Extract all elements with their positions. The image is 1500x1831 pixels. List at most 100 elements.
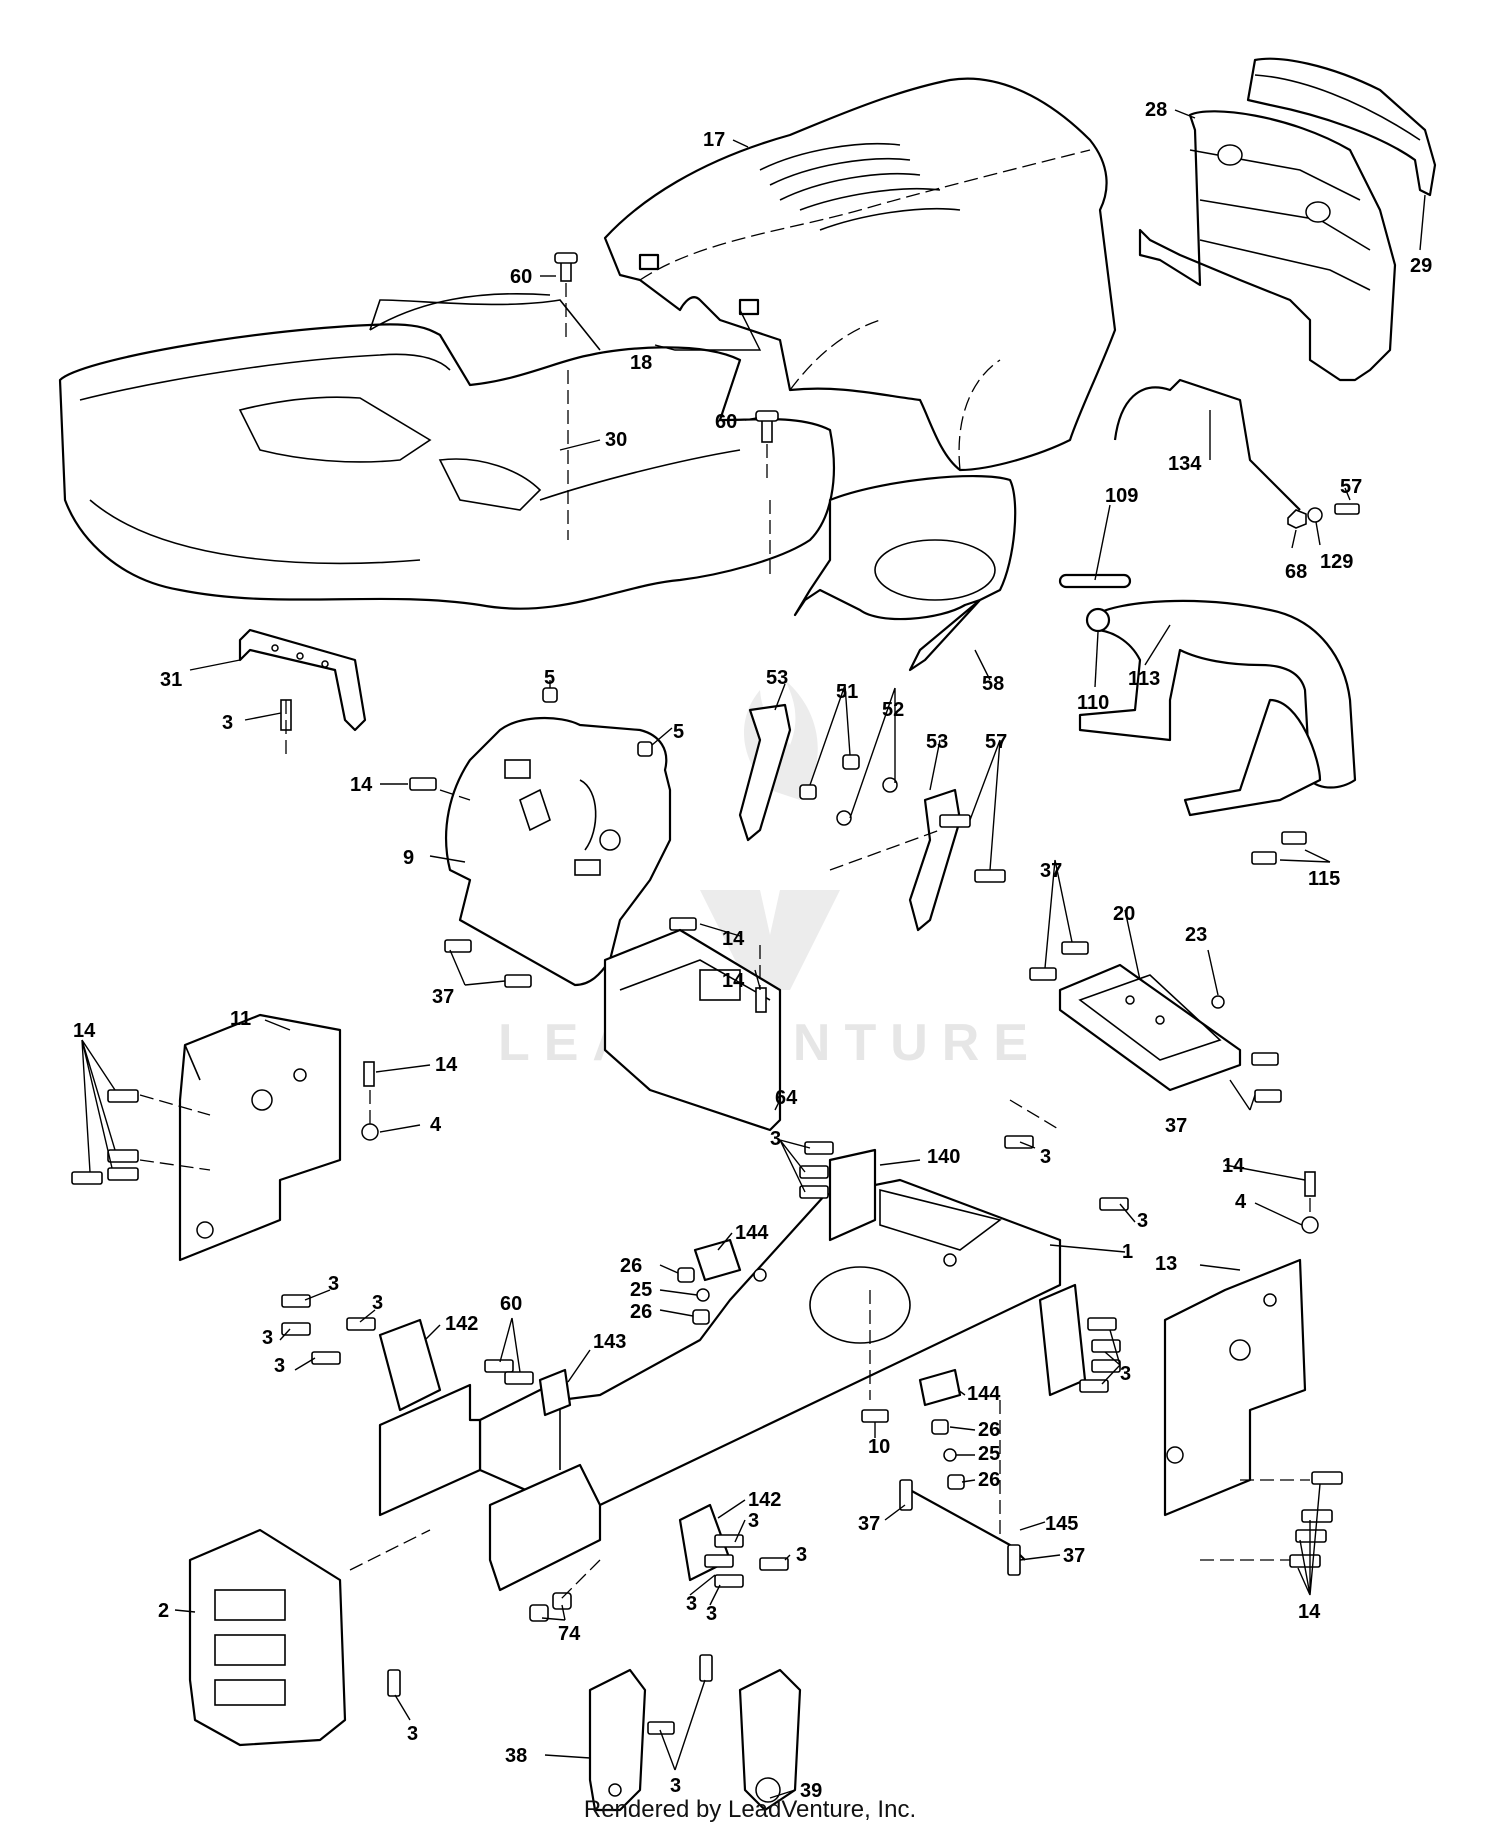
seat-bracket-31 — [238, 628, 367, 732]
callout-label: 14 — [1298, 1601, 1321, 1623]
callout-label: 14 — [435, 1054, 458, 1076]
bracket-38 — [588, 1668, 647, 1812]
callout-label: 14 — [1222, 1155, 1245, 1177]
callout-label: 3 — [748, 1510, 759, 1532]
callout-label: 29 — [1410, 255, 1432, 277]
callout-label: 30 — [605, 429, 627, 451]
washer-4-right — [1301, 1216, 1319, 1234]
callout-label: 3 — [407, 1723, 418, 1745]
callout-label: 3 — [706, 1603, 717, 1625]
callout-label: 64 — [775, 1087, 798, 1109]
callout-label: 25 — [978, 1443, 1000, 1465]
footer-credit: Rendered by LeadVenture, Inc. — [583, 1796, 917, 1823]
callout-label: 68 — [1285, 561, 1307, 583]
bracket-143 — [538, 1368, 572, 1417]
callout-label: 37 — [432, 986, 454, 1008]
nuts-5 — [542, 687, 653, 757]
callout-label: 3 — [1040, 1146, 1051, 1168]
brackets-144 — [693, 1238, 962, 1407]
callout-label: 51 — [836, 681, 858, 703]
callout-label: 115 — [1308, 868, 1340, 890]
hardware-57-129-68 — [1287, 503, 1360, 529]
callout-label: 142 — [748, 1489, 781, 1511]
callout-label: 145 — [1045, 1513, 1078, 1535]
callout-label: 144 — [735, 1222, 769, 1244]
callout-label: 1 — [1122, 1241, 1133, 1263]
assembly-guides — [139, 700, 1311, 1601]
front-plate-2 — [188, 1528, 347, 1747]
callout-label: 110 — [1077, 692, 1109, 714]
callout-label: 140 — [927, 1146, 960, 1168]
callout-label: 5 — [673, 721, 684, 743]
bolt-10 — [861, 1409, 889, 1423]
callout-label: 3 — [262, 1327, 273, 1349]
callout-label: 17 — [703, 129, 725, 151]
bolt-14-shield — [755, 987, 767, 1013]
dash-panel-9 — [444, 717, 672, 987]
callout-label: 57 — [985, 731, 1007, 753]
callout-label: 14 — [722, 928, 745, 950]
leader-lines — [81, 109, 1426, 1799]
side-plate-13 — [1163, 1258, 1307, 1517]
callout-label: 37 — [1063, 1545, 1085, 1567]
callout-label: 3 — [274, 1355, 285, 1377]
callout-label: 23 — [1185, 924, 1207, 946]
callout-label: 57 — [1340, 476, 1362, 498]
callout-label: 3 — [1120, 1363, 1131, 1385]
callout-label: 3 — [796, 1544, 807, 1566]
bolts-14-right — [1289, 1471, 1343, 1568]
bolts-3-bottom — [387, 1654, 713, 1735]
callout-label: 31 — [160, 669, 182, 691]
callout-label: 39 — [800, 1780, 822, 1802]
nut-23 — [1211, 995, 1225, 1009]
callout-label: 3 — [328, 1273, 339, 1295]
seat-strap — [369, 292, 551, 331]
bolt-60-top — [554, 252, 578, 282]
bolt-14-right-vert — [1304, 1171, 1316, 1197]
bolt-60-right — [755, 410, 779, 443]
callout-label: 20 — [1113, 903, 1135, 925]
callout-label: 14 — [350, 774, 373, 796]
callout-label: 53 — [766, 667, 788, 689]
callout-label: 3 — [770, 1128, 781, 1150]
main-frame-1 — [478, 1178, 1062, 1507]
hood-part — [603, 77, 1117, 472]
frame-right-arm — [1038, 1283, 1087, 1397]
grille-part — [1138, 110, 1397, 382]
callout-label: 26 — [978, 1419, 1000, 1441]
callout-label: 4 — [1235, 1191, 1247, 1213]
callout-label: 2 — [158, 1600, 169, 1622]
callout-label: 38 — [505, 1745, 527, 1767]
side-plate-11 — [178, 1013, 342, 1262]
callout-label: 28 — [1145, 99, 1167, 121]
bolts-37-plate — [1029, 941, 1282, 1103]
callout-label: 11 — [230, 1008, 251, 1030]
bolts-115 — [1251, 831, 1307, 865]
bolts-57 — [939, 814, 1006, 883]
callout-label: 3 — [372, 1292, 383, 1314]
bolts-14-left — [71, 1089, 139, 1185]
nuts-26-washers-25 — [677, 1267, 965, 1490]
bolts-3-frame — [281, 1135, 1129, 1588]
callout-label: 37 — [1165, 1115, 1187, 1137]
callout-label: 52 — [882, 699, 904, 721]
washer-4-left — [361, 1123, 379, 1141]
callout-label: 109 — [1105, 485, 1138, 507]
callout-label: 58 — [982, 673, 1004, 695]
bolt-14-left-vert — [363, 1061, 375, 1087]
plate-20 — [1058, 963, 1242, 1092]
callout-label: 74 — [558, 1623, 581, 1645]
callout-label: 5 — [544, 667, 555, 689]
callout-label: 14 — [73, 1020, 96, 1042]
shield-64 — [603, 928, 782, 1132]
callout-label: 26 — [978, 1469, 1000, 1491]
nuts-74 — [529, 1592, 572, 1622]
bolts-14-dash — [409, 777, 697, 931]
handle-113 — [1078, 599, 1357, 817]
callout-label: 26 — [620, 1255, 642, 1277]
callout-label: 3 — [222, 712, 233, 734]
callout-label: 9 — [403, 847, 414, 869]
callout-label: 3 — [1137, 1210, 1148, 1232]
callout-label: 14 — [722, 970, 745, 992]
